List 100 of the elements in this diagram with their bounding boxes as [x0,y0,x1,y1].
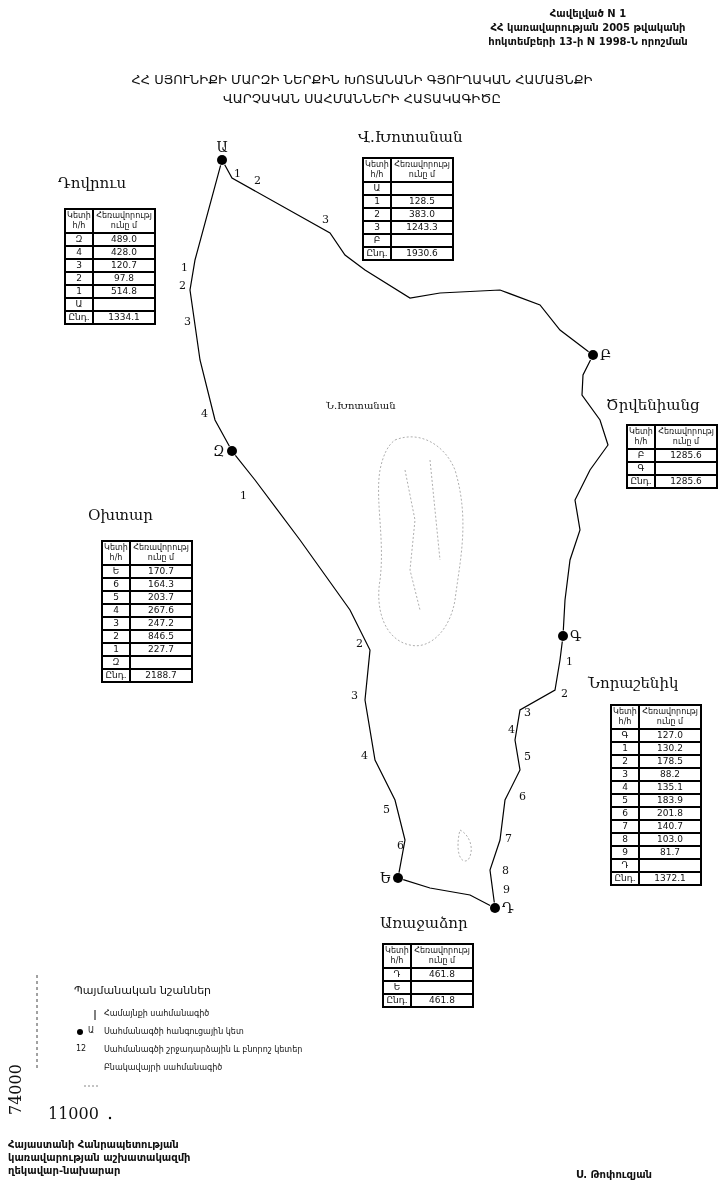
column-header: Կետի հ/հ [611,705,639,729]
distance-value: 227.7 [130,643,192,656]
place-name: Առաջաձոր [380,914,468,932]
point-number: 3 [184,316,191,328]
point-label: 2 [363,208,391,221]
legend-sample-number: 12 [76,1044,87,1053]
point-number: 5 [524,751,531,763]
place-name: Ն.Խոտանան [326,400,396,411]
point-number: 1 [240,490,247,502]
point-label: 3 [102,617,130,630]
distance-value: 164.3 [130,578,192,591]
distance-value: 178.5 [639,755,701,768]
point-label: 4 [65,246,93,259]
point-label: 5 [102,591,130,604]
point-number: 9 [503,884,510,896]
column-header: Հեռավորությունը մ [391,158,453,182]
total-label: Ընդ. [363,247,391,260]
boundary-line [489,640,563,904]
annex-note: ՀՀ կառավարության 2005 թվականի [489,22,687,33]
point-label: 3 [363,221,391,234]
distance-value: 489.0 [93,233,155,246]
distance-value: 130.2 [639,742,701,755]
column-header: Հեռավորությունը մ [130,541,192,565]
point-label: 2 [611,755,639,768]
point-number: 7 [505,833,512,845]
point-label: Գ [611,729,639,742]
annex-note: հոկտեմբերի 13-ի N 1998-Ն որոշման [487,36,689,47]
column-header: Հեռավորությունը մ [639,705,701,729]
point-label: 8 [611,833,639,846]
boundary-line [224,164,590,353]
signatory-title: Հայաստանի Հանրապետության կառավարության աշխատակազմի ղեկավար-նախարար [8,1138,192,1177]
distance-value: 383.0 [391,208,453,221]
point-label: Բ [363,234,391,247]
point-number: 2 [179,280,186,292]
boundary-point: Բ [588,347,612,363]
column-header: Կետի հ/հ [102,541,130,565]
boundary-point: Դ [490,900,514,916]
column-header: Հեռավորությունը մ [655,425,717,449]
place-name: Վ.Խոտանան [358,128,463,146]
distance-value: 120.7 [93,259,155,272]
distance-value: 201.8 [639,807,701,820]
distance-value: 203.7 [130,591,192,604]
place-name: Դովրուս [58,174,127,192]
boundary-point: Ա [216,139,228,165]
distance-value: 103.0 [639,833,701,846]
distance-value: 81.7 [639,846,701,859]
point-label: 6 [611,807,639,820]
point-label: 1 [611,742,639,755]
distance-value: 97.8 [93,272,155,285]
total-value: 461.8 [411,994,473,1007]
column-header: Հեռավորությունը մ [411,944,473,968]
column-header: Կետի հ/հ [383,944,411,968]
point-label: 1 [363,195,391,208]
boundary-point: Ե [380,870,404,886]
point-label: 1 [102,643,130,656]
legend-title: Պայմանական նշաններ [74,984,212,997]
point-label: 9 [611,846,639,859]
point-label: 2 [65,272,93,285]
point-number: 3 [322,214,329,226]
legend-text: Բնակավայրի սահմանագիծ [104,1063,223,1072]
point-label: Ա [65,298,93,311]
point-label: Ե [383,981,411,994]
point-label: 2 [102,630,130,643]
point-label: Ա [363,182,391,195]
point-label: 6 [102,578,130,591]
point-label: Բ [627,449,655,462]
point-number: 2 [356,638,363,650]
total-value: 1334.1 [93,311,155,324]
legend-text: Համայնքի սահմանագիծ [104,1009,210,1018]
distance-value: 127.0 [639,729,701,742]
signatory-name: Ս. Թոփուզյան [576,1168,652,1181]
place-name: Ծրվենիանց [606,396,700,414]
annex-note: Հավելված N 1 [548,8,628,19]
point-number: 4 [508,724,515,736]
point-label: 3 [611,768,639,781]
distance-value: 1243.3 [391,221,453,234]
distance-value: 514.8 [93,285,155,298]
place-name: Օխտար [88,506,153,524]
boundary-line [402,879,491,907]
distance-value: 135.1 [639,781,701,794]
point-number: 1 [181,262,188,274]
total-label: Ընդ. [611,872,639,885]
total-label: Ընդ. [65,311,93,324]
legend-text: Սահմանագծի հանգուցային կետ [104,1027,244,1036]
point-number: 2 [254,175,261,187]
point-label: Զ [102,656,130,669]
legend-text: Սահմանագծի շրջադարձային և բնորոշ կետեր [104,1045,303,1054]
boundary-line [189,164,230,447]
distance-value: 88.2 [639,768,701,781]
boundary-point: Զ [213,443,237,459]
coordinate-label: 11000 [48,1104,99,1123]
total-label: Ընդ. [102,669,130,682]
point-number: 3 [351,690,358,702]
point-label: 7 [611,820,639,833]
point-number: 6 [397,840,404,852]
point-number: 1 [566,656,573,668]
total-value: 1930.6 [391,247,453,260]
point-number: 3 [524,707,531,719]
point-number: 5 [383,804,390,816]
distance-value: 846.5 [130,630,192,643]
